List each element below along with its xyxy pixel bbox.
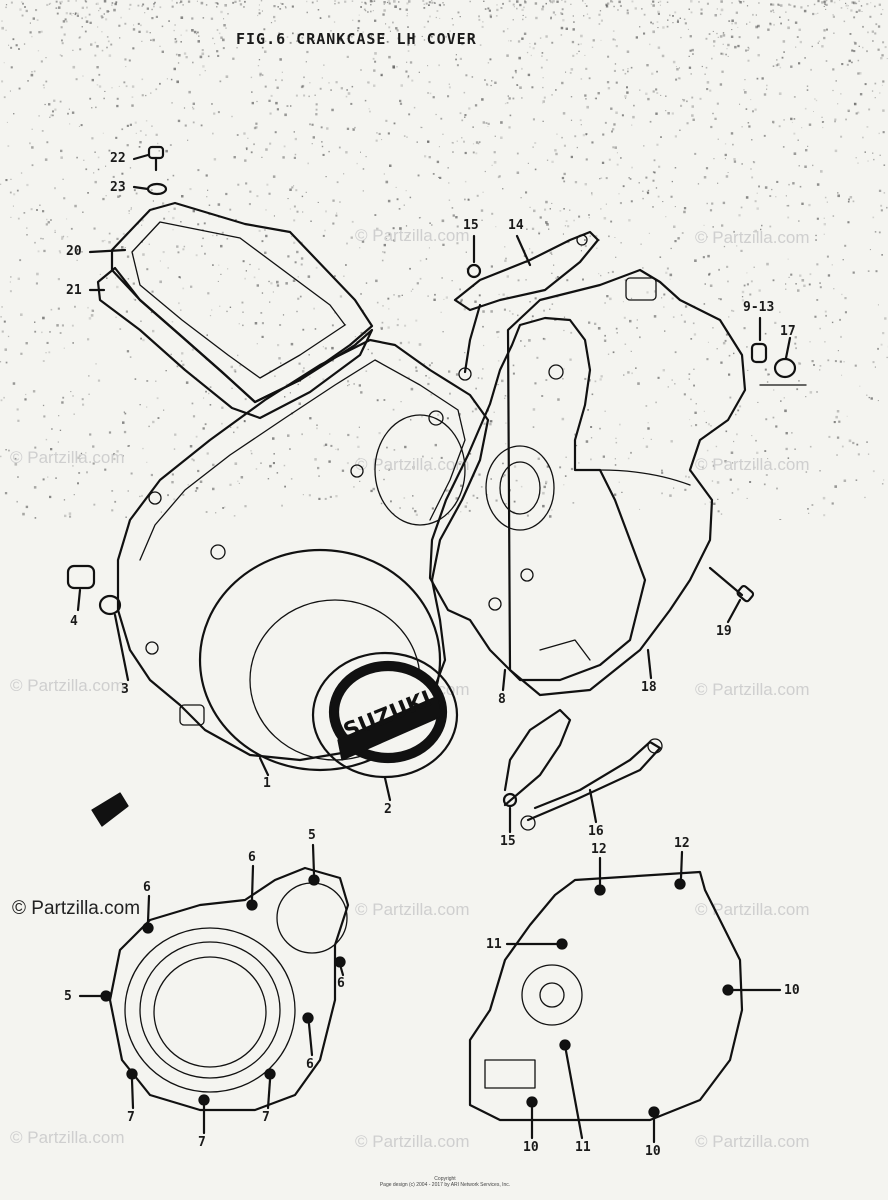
watermark: © Partzilla.com: [695, 455, 810, 474]
bolt-22: [147, 145, 165, 172]
callout-7-left: 7: [127, 1110, 135, 1125]
callout-20: 20: [66, 244, 82, 259]
callout-19: 19: [716, 624, 732, 639]
watermark: © Partzilla.com: [695, 228, 810, 247]
watermark: © Partzilla.com: [695, 680, 810, 699]
plug-4: [66, 564, 96, 590]
crankcase-cover-1: [116, 338, 490, 762]
watermark: © Partzilla.com: [355, 900, 470, 919]
grommet-17: [773, 357, 797, 379]
bolt-19: [708, 566, 744, 597]
callout-5-top: 5: [308, 828, 316, 843]
cover-plate-20-inner: [131, 221, 346, 379]
crankcase-cover-1-dome: [198, 548, 442, 772]
callout-16: 16: [588, 824, 604, 839]
callout-21: 21: [66, 283, 82, 298]
callout-6-left: 6: [143, 880, 151, 895]
callout-6-right: 6: [337, 976, 345, 991]
watermark: © Partzilla.com: [695, 900, 810, 919]
callout-1: 1: [263, 776, 271, 791]
copyright-text: Copyright Page design (c) 2004 - 2017 by…: [379, 1176, 511, 1188]
gasket-21: [96, 266, 374, 420]
inner-cover-8: [428, 316, 647, 682]
callout-10-right: 10: [784, 983, 800, 998]
callout-12-right: 12: [674, 836, 690, 851]
watermark: © Partzilla.com: [10, 676, 125, 695]
callout-14: 14: [508, 218, 524, 233]
callout-6-top: 6: [248, 850, 256, 865]
callout-23: 23: [110, 180, 126, 195]
nut-15-lower: [502, 792, 518, 808]
callout-11-bottom: 11: [575, 1140, 591, 1155]
callout-6-lower: 6: [306, 1057, 314, 1072]
callout-18: 18: [641, 680, 657, 695]
callout-8: 8: [498, 692, 506, 707]
callout-5-left: 5: [64, 989, 72, 1004]
callout-10-bottom-right: 10: [645, 1144, 661, 1159]
direction-marker: [91, 792, 129, 827]
copyright-footer: Copyright Page design (c) 2004 - 2017 by…: [360, 1176, 530, 1188]
bracket-14: [453, 230, 600, 312]
nut-15: [466, 263, 482, 279]
watermark: © Partzilla.com: [355, 226, 470, 245]
alt-cover-a: [108, 866, 350, 1112]
watermark: © Partzilla.com: [695, 1132, 810, 1151]
callout-15-lower: 15: [500, 834, 516, 849]
callout-11-top: 11: [486, 937, 502, 952]
callout-4: 4: [70, 614, 78, 629]
alt-cover-b: [468, 870, 744, 1122]
callout-7-bottom: 7: [198, 1135, 206, 1150]
sprocket-cover-18: [506, 268, 747, 697]
bracket-16: [503, 708, 572, 807]
callout-10-bottom-left: 10: [523, 1140, 539, 1155]
callout-17: 17: [780, 324, 796, 339]
leader-lines: [76, 153, 792, 1144]
diagram-title: FIG.6 CRANKCASE LH COVER: [236, 30, 477, 48]
callout-22: 22: [110, 151, 126, 166]
watermark: © Partzilla.com: [10, 1128, 125, 1147]
callout-9-13: 9-13: [743, 300, 775, 315]
watermark: © Partzilla.com: [12, 898, 141, 919]
oring-3: [98, 594, 122, 616]
watermark: © Partzilla.com: [355, 455, 470, 474]
cover-plate-20: [110, 201, 374, 404]
dowel-9-13: [750, 342, 768, 364]
callout-3: 3: [121, 682, 129, 697]
washer-23: [146, 182, 168, 196]
watermark: © Partzilla.com: [10, 448, 125, 467]
callout-15: 15: [463, 218, 479, 233]
callout-2: 2: [384, 802, 392, 817]
crankcase-cover-1-flange: [139, 359, 466, 561]
watermark: © Partzilla.com: [355, 1132, 470, 1151]
callout-7-right: 7: [262, 1110, 270, 1125]
callout-12-left: 12: [591, 842, 607, 857]
